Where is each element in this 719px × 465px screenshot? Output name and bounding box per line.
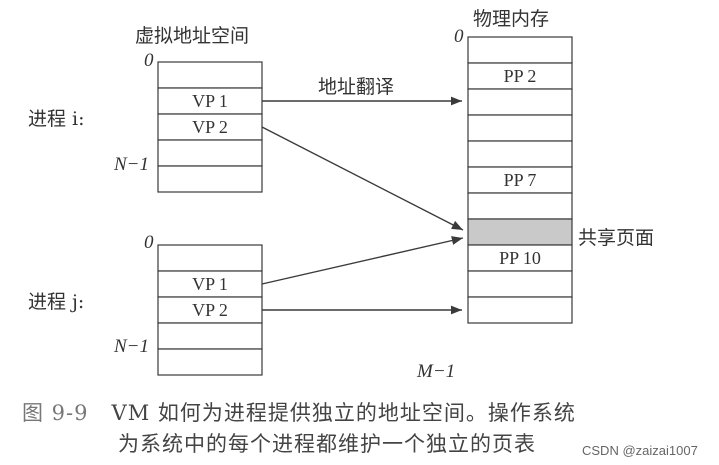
- vas-j-bottom-index: N−1: [114, 336, 149, 357]
- virtual-address-space-j: VP 1 VP 2: [157, 244, 263, 376]
- vas-i-label-2: VP 2: [192, 117, 228, 137]
- pm-cell-0: [467, 36, 573, 64]
- vas-i-cell-4: [157, 165, 263, 193]
- pm-cell-2: [467, 88, 573, 116]
- figure-number: 图 9-9: [22, 401, 89, 425]
- pm-cell-10: [467, 296, 573, 324]
- figure-caption-line2: 为系统中的每个进程都维护一个独立的页表: [118, 432, 536, 456]
- figure-caption-line1: 图 9-9 VM 如何为进程提供独立的地址空间。操作系统: [22, 397, 576, 427]
- pm-top-index: 0: [454, 26, 464, 47]
- arrow-vp1-j-to-pp7: [261, 236, 464, 285]
- pm-cell-6: [467, 192, 573, 220]
- process-i-label: 进程 i:: [28, 108, 85, 130]
- pm-label-1: PP 2: [504, 66, 537, 86]
- shared-page-label: 共享页面: [578, 227, 655, 249]
- vas-j-label-2: VP 2: [192, 300, 228, 320]
- vas-j-cell-3: [157, 322, 263, 350]
- pm-cell-8: [467, 244, 573, 272]
- vas-j-label-1: VP 1: [192, 274, 228, 294]
- pm-cell-5: [467, 166, 573, 194]
- vas-i-cell-0: [157, 61, 263, 89]
- vas-i-cell-3: [157, 139, 263, 167]
- pm-cell-4: [467, 140, 573, 168]
- vas-j-top-index: 0: [144, 232, 154, 253]
- vas-i-bottom-index: N−1: [114, 154, 149, 175]
- physical-memory-title: 物理内存: [473, 8, 550, 30]
- process-j-label: 进程 j:: [28, 291, 85, 313]
- vas-i-top-index: 0: [144, 50, 154, 71]
- watermark: CSDN @zaizai1007: [582, 443, 698, 458]
- pm-label-8: PP 10: [499, 248, 541, 268]
- pm-cell-1: [467, 62, 573, 90]
- physical-memory-table: PP 2 PP 7 PP 10: [467, 36, 573, 324]
- arrow-vp2-i-to-pp7: [261, 126, 464, 231]
- pm-cell-7: [467, 218, 573, 246]
- pm-cell-9: [467, 270, 573, 298]
- caption-text-1: VM 如何为进程提供独立的地址空间。操作系统: [111, 401, 576, 425]
- pm-cell-3: [467, 114, 573, 142]
- address-translation-label: 地址翻译: [318, 76, 395, 98]
- pm-bottom-index: M−1: [417, 361, 456, 382]
- virtual-space-title: 虚拟地址空间: [135, 25, 250, 47]
- vas-j-cell-4: [157, 348, 263, 376]
- pm-label-5: PP 7: [504, 170, 537, 190]
- vas-j-cell-0: [157, 244, 263, 272]
- virtual-address-space-i: VP 1 VP 2: [157, 61, 263, 193]
- vas-i-label-1: VP 1: [192, 91, 228, 111]
